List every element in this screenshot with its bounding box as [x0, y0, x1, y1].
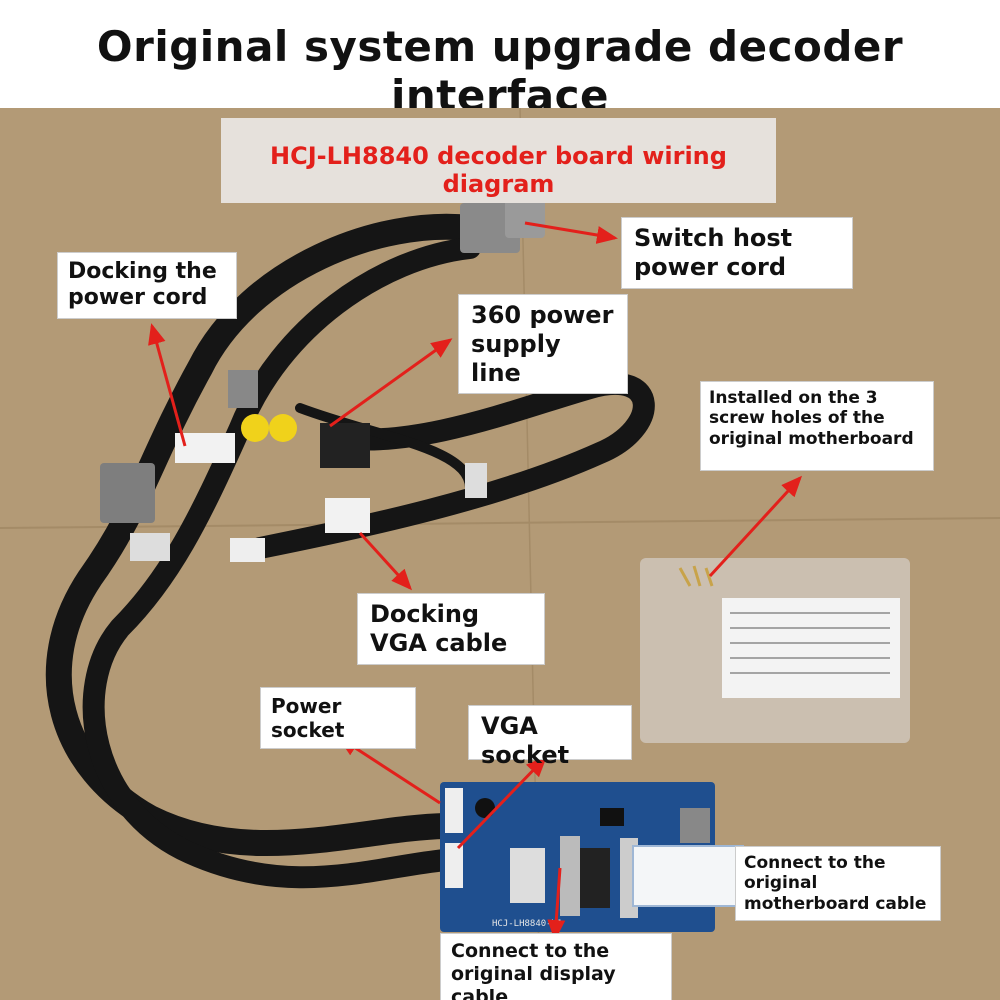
label-docking-power: Docking the power cord	[57, 252, 237, 319]
label-connect-display: Connect to the original display cable	[440, 933, 672, 1000]
board-marking: HCJ-LH8840-V1	[492, 919, 562, 929]
label-360-power: 360 power supply line	[458, 294, 628, 395]
label-screw-holes: Installed on the 3 screw holes of the or…	[700, 381, 934, 471]
label-power-socket: Power socket	[260, 687, 416, 749]
label-vga-socket: VGA socket	[468, 705, 632, 769]
diagram-title: HCJ-LH8840 decoder board wiring diagram	[221, 118, 776, 203]
product-photo: HCJ-LH8840-V1 HCJ-LH8840 decoder board w…	[0, 108, 1000, 1000]
label-switch-host: Switch host power cord	[621, 217, 853, 289]
wire-harness	[45, 213, 655, 889]
ribbon-cable	[632, 845, 744, 907]
label-connect-motherboard: Connect to the original motherboard cabl…	[735, 846, 941, 922]
page-title: Original system upgrade decoder interfac…	[96, 22, 904, 120]
header: Original system upgrade decoder interfac…	[0, 0, 1000, 120]
label-docking-vga: Docking VGA cable	[357, 593, 545, 665]
screw-bag	[640, 558, 910, 743]
